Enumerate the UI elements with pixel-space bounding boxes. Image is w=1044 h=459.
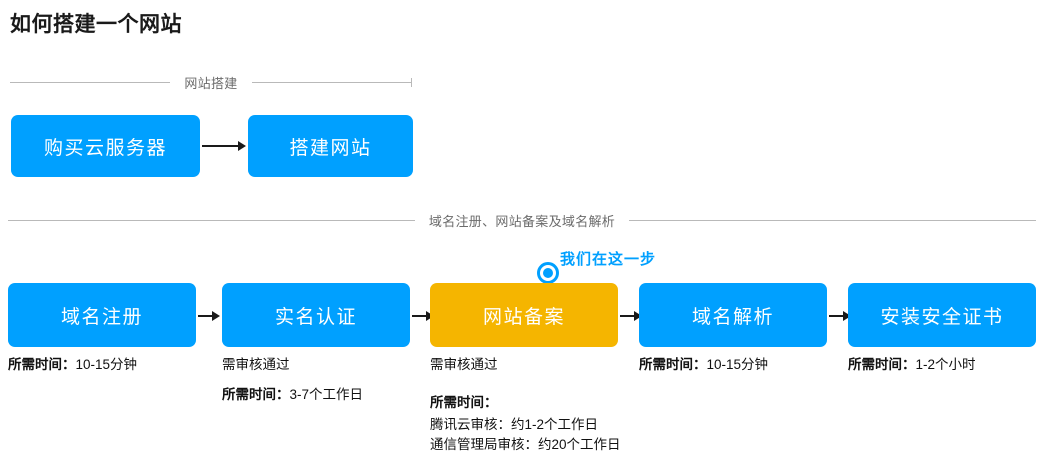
caption-label: 所需时间：: [639, 357, 707, 372]
caption-label: 所需时间：: [8, 357, 76, 372]
caption-icp-filing-review: 需审核通过: [430, 354, 498, 375]
section-divider-site-build: 网站搭建: [10, 73, 413, 91]
arrow-shaft: [412, 315, 427, 317]
flow-step-domain-registration[interactable]: 域名注册: [8, 283, 196, 347]
caption-domain-registration-time: 所需时间：10-15分钟: [8, 354, 137, 375]
arrow-shaft: [829, 315, 844, 317]
flow-step-buy-cloud-server[interactable]: 购买云服务器: [11, 115, 200, 177]
arrow-shaft: [202, 145, 239, 147]
flow-step-domain-resolution[interactable]: 域名解析: [639, 283, 827, 347]
flow-step-label: 网站备案: [482, 306, 565, 328]
caption-install-ssl-time: 所需时间：1-2个小时: [848, 354, 976, 375]
arrow-head: [634, 311, 642, 321]
arrow-top-1: [202, 140, 246, 152]
flow-step-label: 域名注册: [60, 306, 143, 328]
caption-label: 所需时间：: [848, 357, 916, 372]
target-circle-dot: [543, 268, 553, 278]
caption-real-name-review: 需审核通过: [222, 354, 290, 375]
flow-step-label: 实名认证: [274, 306, 357, 328]
flow-step-website-icp-filing[interactable]: 网站备案: [430, 283, 618, 347]
divider-rule-right: [629, 219, 1037, 221]
caption-value: 通信管理局审核：约20个工作日: [430, 437, 621, 452]
target-circle-icon: [537, 262, 559, 284]
caption-value: 10-15分钟: [75, 357, 138, 372]
divider-rule-left: [8, 219, 415, 221]
caption-value: 3-7个工作日: [289, 387, 364, 402]
arrow-bottom-3: [620, 310, 642, 322]
arrow-head: [238, 141, 246, 151]
arrow-shaft: [620, 315, 635, 317]
flow-step-install-ssl-certificate[interactable]: 安装安全证书: [848, 283, 1036, 347]
divider-rule-left: [10, 81, 171, 83]
arrow-shaft: [198, 315, 213, 317]
caption-value: 腾讯云审核：约1-2个工作日: [430, 417, 599, 432]
caption-value: 需审核通过: [430, 357, 498, 372]
caption-value: 10-15分钟: [706, 357, 769, 372]
page-title: 如何搭建一个网站: [10, 13, 182, 36]
section-divider-domain-icp: 域名注册、网站备案及域名解析: [8, 211, 1037, 229]
arrow-bottom-1: [198, 310, 220, 322]
section-caption-site-build: 网站搭建: [184, 75, 238, 91]
caption-value: 需审核通过: [222, 357, 290, 372]
section-caption-domain-icp: 域名注册、网站备案及域名解析: [428, 213, 616, 229]
arrow-head: [212, 311, 220, 321]
caption-icp-filing-time-heading: 所需时间：: [430, 392, 498, 413]
arrow-bottom-4: [829, 310, 851, 322]
caption-real-name-time: 所需时间：3-7个工作日: [222, 384, 363, 405]
arrow-head: [843, 311, 851, 321]
flow-step-label: 域名解析: [691, 306, 774, 328]
current-step-label: 我们在这一步: [560, 251, 657, 268]
caption-icp-filing-tencent-review: 腾讯云审核：约1-2个工作日: [430, 414, 598, 435]
flow-step-label: 安装安全证书: [880, 306, 1004, 328]
caption-label: 所需时间：: [430, 395, 498, 410]
caption-domain-resolution-time: 所需时间：10-15分钟: [639, 354, 768, 375]
caption-icp-filing-mii-review: 通信管理局审核：约20个工作日: [430, 434, 621, 455]
caption-value: 1-2个小时: [915, 357, 976, 372]
flow-step-label: 购买云服务器: [43, 137, 167, 159]
caption-label: 所需时间：: [222, 387, 290, 402]
flow-step-build-website[interactable]: 搭建网站: [248, 115, 413, 177]
divider-rule-right: [251, 77, 413, 87]
flow-step-real-name-verification[interactable]: 实名认证: [222, 283, 410, 347]
flow-step-label: 搭建网站: [289, 137, 372, 159]
